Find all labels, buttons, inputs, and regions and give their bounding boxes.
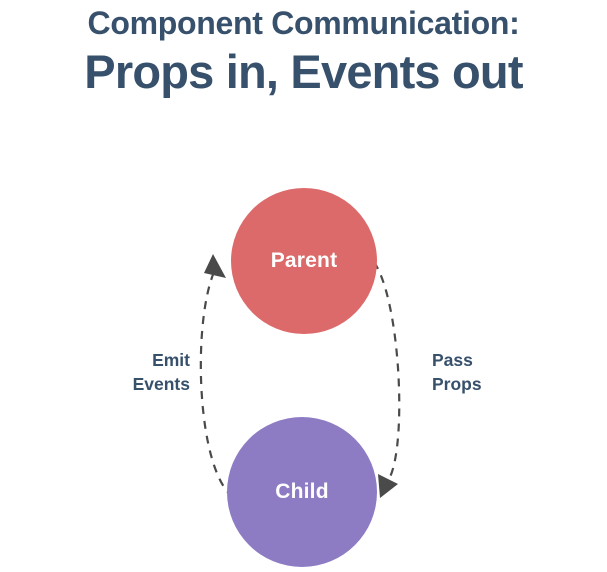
node-parent[interactable]: Parent xyxy=(231,188,377,334)
edge-label-pass-props: Pass Props xyxy=(432,350,482,394)
node-child[interactable]: Child xyxy=(227,417,377,567)
edge-emit-events-arrowhead xyxy=(204,254,226,278)
page-title: Component Communication: Props in, Event… xyxy=(0,0,607,100)
edge-pass-props-path xyxy=(373,261,401,478)
node-child-label: Child xyxy=(275,480,329,503)
edge-emit-events-path xyxy=(199,271,234,498)
node-parent-label: Parent xyxy=(270,249,338,272)
title-line-secondary: Props in, Events out xyxy=(84,45,523,98)
title-line-primary: Component Communication: xyxy=(87,5,520,41)
edge-pass-props-arrowhead xyxy=(378,474,398,498)
edge-label-emit-events: Emit Events xyxy=(132,350,190,394)
